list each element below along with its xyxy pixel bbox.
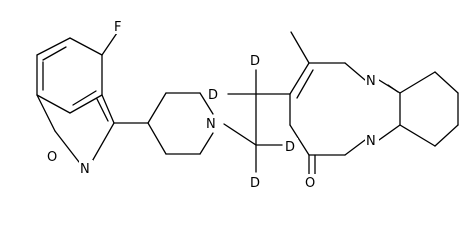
pyrimidine-nitrogen-label: N (366, 74, 376, 89)
carbonyl-group (308, 154, 316, 177)
deuterium-label-top: D (250, 54, 260, 69)
fluorine-substituent (101, 29, 120, 56)
methyl-group (290, 31, 310, 64)
benzene-ring (36, 37, 103, 114)
isoxazole-oxygen-label: O (47, 150, 57, 165)
isoxazole-ring (36, 94, 115, 166)
deuterium-label-bottom: D (250, 176, 260, 191)
pyrimidinone-ring (289, 62, 401, 156)
fused-saturated-ring (399, 71, 459, 147)
deuterated-ethyl-chain (223, 69, 291, 173)
molecule-canvas: F O N N D D D D N N O (36, 18, 459, 191)
deuterium-label-left: D (208, 88, 218, 103)
fluorine-label: F (114, 20, 121, 35)
carbonyl-oxygen-label: O (305, 176, 315, 191)
deuterium-label-right: D (285, 140, 295, 155)
piperidine-ring (147, 92, 214, 155)
bridgehead-nitrogen-label: N (366, 134, 376, 149)
piperidine-nitrogen-label: N (206, 117, 216, 132)
isoxazole-nitrogen-label: N (80, 162, 90, 177)
structure-diagram: F O N N D D D D N N O (36, 18, 459, 191)
